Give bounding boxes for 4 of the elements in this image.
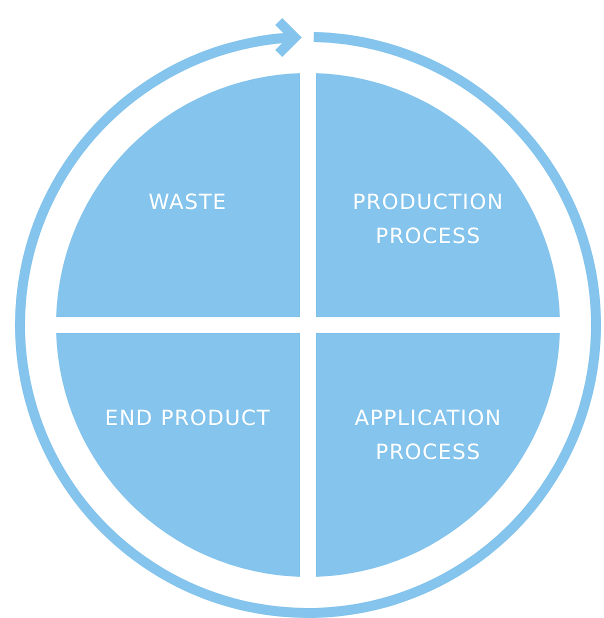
quadrant-label: END PRODUCT — [104, 405, 272, 432]
quadrant-label: PRODUCTION PROCESS — [352, 189, 505, 250]
quadrant-label: WASTE — [148, 189, 228, 216]
quadrant-label: APPLICATION PROCESS — [354, 405, 503, 466]
